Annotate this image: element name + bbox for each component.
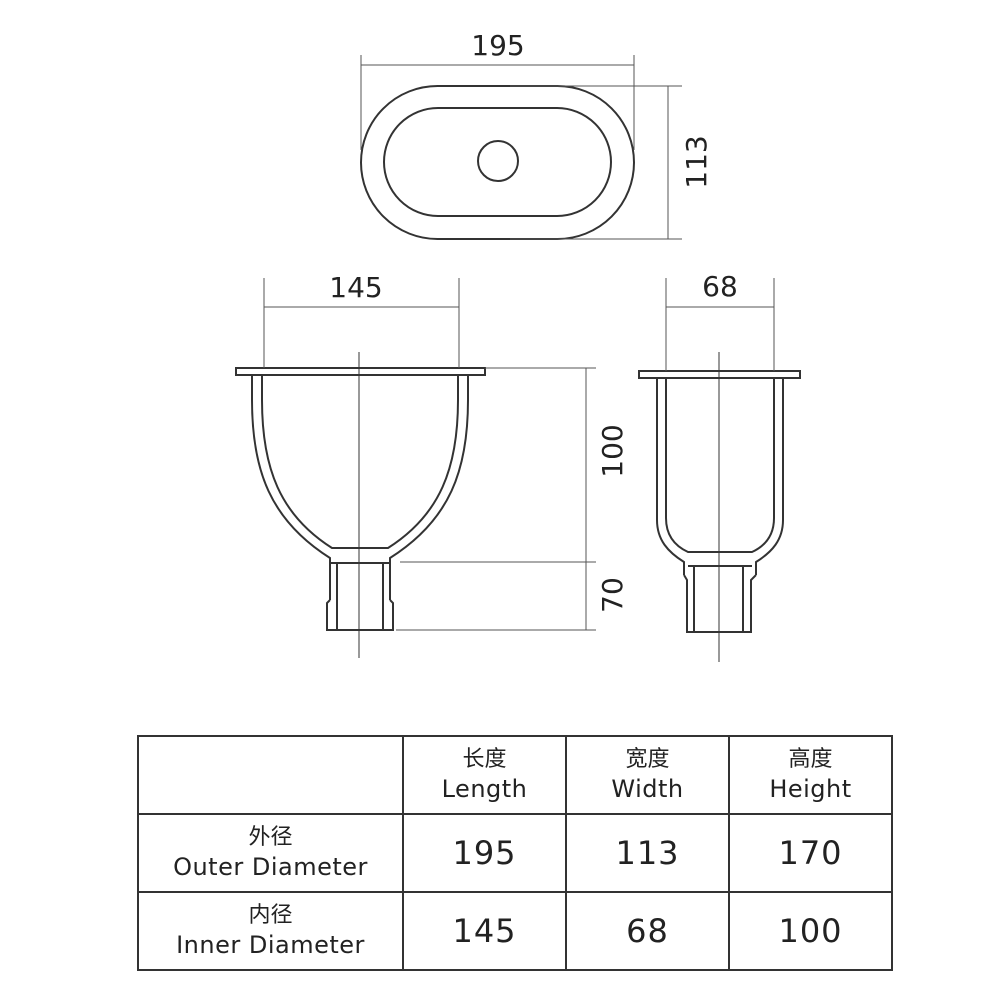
top-view-drain-hole	[477, 140, 519, 182]
side-view-flange	[638, 370, 801, 379]
dim-front-length: 145	[329, 271, 382, 304]
side-view-body-outer	[656, 378, 784, 575]
front-view-body-inner	[261, 375, 459, 549]
header-label-cn: 高度	[788, 747, 833, 772]
dim-side-width: 68	[702, 270, 738, 303]
row-label-inner-diameter: 内径 Inner Diameter	[137, 891, 404, 971]
dim-top-length: 195	[471, 29, 524, 62]
side-view-dimensions	[665, 278, 775, 371]
technical-drawing: 195 113 145 100 70 68	[235, 29, 801, 662]
top-view-outer-outline	[360, 85, 635, 240]
header-label-en: Length	[441, 775, 528, 803]
header-label-en: Height	[769, 775, 852, 803]
side-view-outlet	[683, 565, 757, 633]
spec-table: 长度 Length 宽度 Width 高度 Height 外径 Outer Di…	[137, 735, 893, 971]
top-view-dimensions	[360, 55, 682, 240]
table-cell: 145	[402, 891, 567, 971]
table-cell: 195	[402, 813, 567, 893]
row-label-cn: 内径	[248, 903, 293, 928]
dim-front-body-height: 100	[596, 424, 629, 477]
header-label-en: Width	[611, 775, 684, 803]
side-view-body-inner	[665, 378, 775, 553]
front-view-outlet	[326, 562, 394, 631]
header-length: 长度 Length	[402, 735, 567, 815]
row-label-cn: 外径	[248, 825, 293, 850]
header-height: 高度 Height	[728, 735, 893, 815]
dim-top-width: 113	[680, 135, 713, 188]
table-row: 内径 Inner Diameter 145 68 100	[137, 891, 893, 971]
row-label-outer-diameter: 外径 Outer Diameter	[137, 813, 404, 893]
header-label-cn: 长度	[462, 747, 507, 772]
table-cell: 170	[728, 813, 893, 893]
table-cell: 100	[728, 891, 893, 971]
table-header-row: 长度 Length 宽度 Width 高度 Height	[137, 735, 893, 815]
header-label-cn: 宽度	[625, 747, 670, 772]
table-cell: 68	[565, 891, 730, 971]
header-width: 宽度 Width	[565, 735, 730, 815]
top-view-inner-outline	[383, 107, 612, 217]
front-view-dimensions	[263, 278, 596, 631]
top-view	[360, 85, 635, 240]
front-view-flange	[235, 367, 486, 376]
front-view	[235, 352, 486, 658]
side-view	[638, 352, 801, 662]
table-cell: 113	[565, 813, 730, 893]
dim-front-outlet-height: 70	[596, 577, 629, 613]
row-label-en: Outer Diameter	[173, 853, 368, 881]
front-view-body-outer	[251, 375, 469, 600]
table-corner-cell	[137, 735, 404, 815]
table-row: 外径 Outer Diameter 195 113 170	[137, 813, 893, 893]
row-label-en: Inner Diameter	[176, 931, 365, 959]
